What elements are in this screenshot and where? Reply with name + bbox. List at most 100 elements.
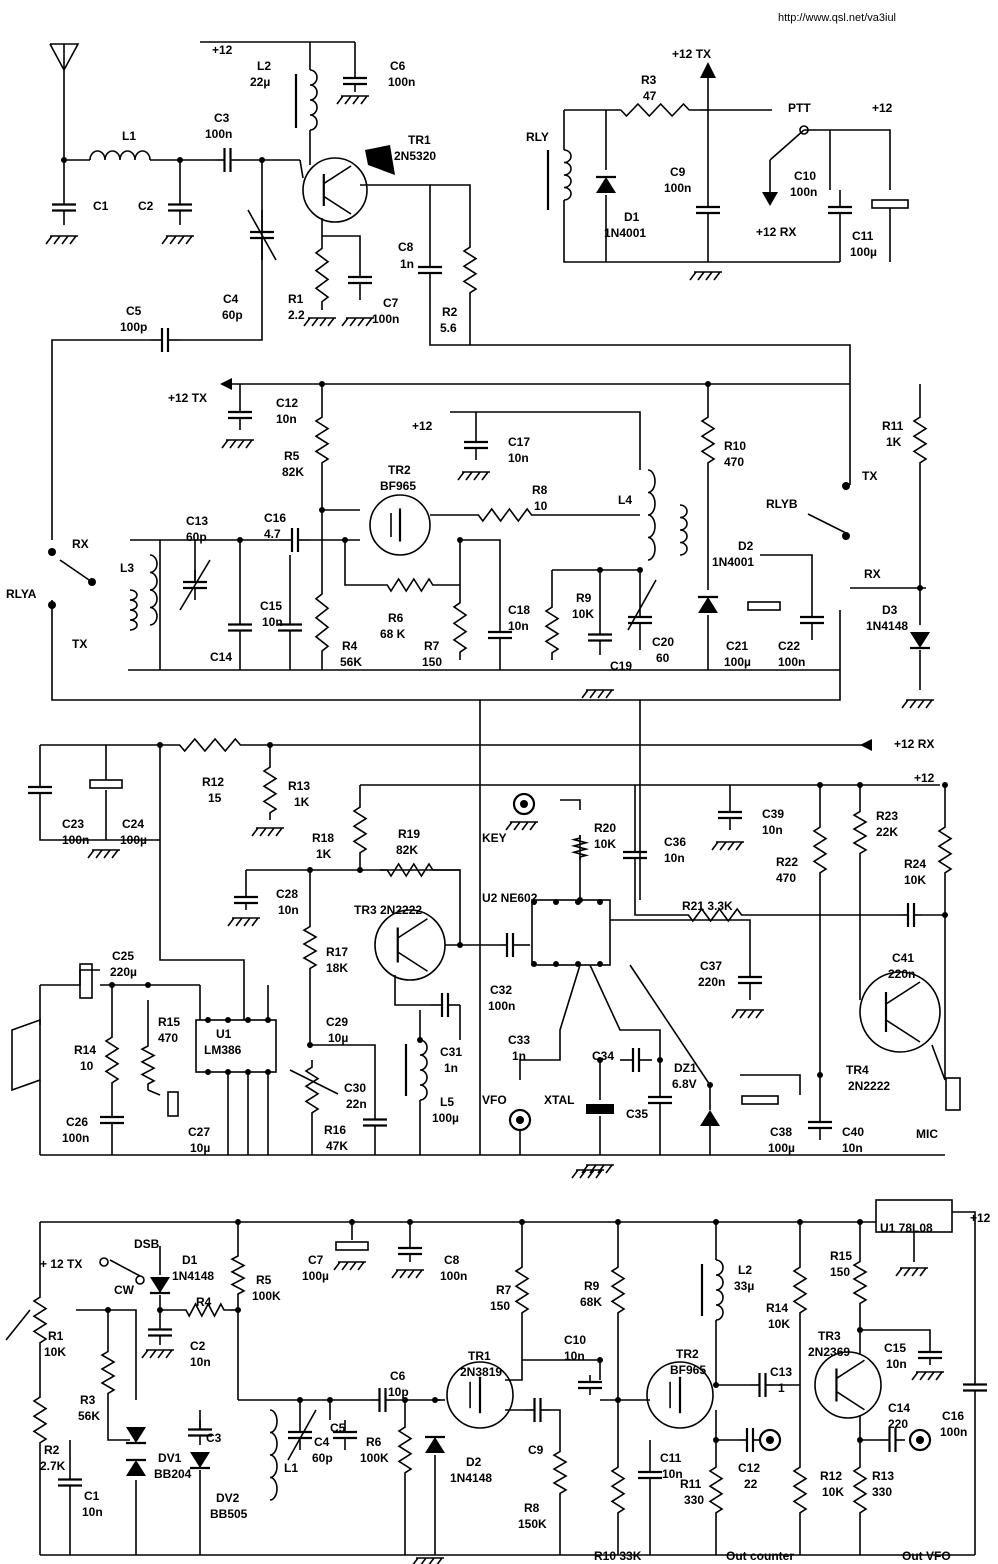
component-label: C26 — [66, 1115, 88, 1129]
component-label: 22 — [744, 1477, 758, 1491]
component-label: C19 — [610, 659, 632, 673]
junction-dot — [319, 507, 325, 513]
component-label: R17 — [326, 945, 348, 959]
component-label: 150 — [830, 1265, 850, 1279]
component-label: C8 — [444, 1253, 460, 1267]
resistor-symbol — [912, 410, 928, 470]
component-label: C14 — [888, 1401, 910, 1415]
junction-dot — [713, 1437, 719, 1443]
component-label: XTAL — [544, 1093, 574, 1107]
component-label: 330 — [872, 1485, 892, 1499]
component-label: 100µ — [120, 833, 147, 847]
junction-dot — [577, 897, 583, 903]
component-label: R14 — [766, 1301, 788, 1315]
component-label: 100n — [205, 127, 232, 141]
ground-symbol — [229, 439, 237, 449]
component-label: R9 — [584, 1279, 600, 1293]
fet-symbol — [369, 494, 431, 556]
wire — [394, 975, 430, 1006]
component-label: 60p — [312, 1451, 333, 1465]
ground-symbol — [597, 689, 605, 699]
junction-dot — [553, 961, 559, 967]
junction-dot — [205, 1069, 211, 1075]
component-label: R12 — [202, 775, 224, 789]
ground-symbol — [391, 1269, 399, 1279]
wire — [344, 540, 380, 586]
component-label: 470 — [158, 1031, 178, 1045]
resistor-symbol — [32, 1390, 48, 1450]
junction-dot — [235, 1307, 241, 1313]
transistor-symbol — [885, 1019, 921, 1043]
component-label: 100n — [778, 655, 805, 669]
ground-symbol — [919, 1371, 927, 1381]
wire — [589, 964, 661, 1080]
ground-symbol — [589, 689, 597, 699]
component-label: 10n — [82, 1505, 103, 1519]
resistor-symbol — [230, 1250, 246, 1300]
component-label: 100µ — [850, 245, 877, 259]
junction-dot — [259, 157, 265, 163]
component-label: D2 — [466, 1455, 482, 1469]
fet-symbol — [646, 1361, 714, 1429]
component-label: Out counter — [726, 1549, 794, 1563]
wire — [39, 800, 160, 841]
potentiometer-arrow — [289, 1069, 339, 1095]
junction-dot — [713, 1382, 719, 1388]
junction-dot — [519, 1219, 525, 1225]
component-label: C8 — [398, 240, 414, 254]
component-label: RLYB — [766, 497, 798, 511]
component-label: BB204 — [154, 1467, 192, 1481]
wire — [180, 160, 263, 341]
ground-symbol — [251, 827, 259, 837]
resistor-symbol — [610, 1260, 626, 1320]
component-label: 10K — [768, 1317, 790, 1331]
component-label: PTT — [788, 101, 811, 115]
junction-dot — [177, 157, 183, 163]
wire — [740, 1074, 801, 1095]
component-label: R1 — [288, 292, 304, 306]
component-label: 15 — [208, 791, 222, 805]
component-label: +12 TX — [672, 47, 711, 61]
component-label: C9 — [528, 1443, 544, 1457]
component-label: 10n — [276, 412, 297, 426]
component-label: L1 — [284, 1461, 298, 1475]
component-label: 10K — [594, 837, 616, 851]
ground-symbol — [927, 1371, 935, 1381]
wire — [76, 1309, 137, 1400]
component-label: L1 — [122, 129, 136, 143]
ground-symbol — [465, 471, 473, 481]
component-label: R5 — [284, 449, 300, 463]
component-label: C16 — [264, 511, 286, 525]
ground-symbol — [235, 917, 243, 927]
diode-symbol — [425, 1437, 445, 1453]
component-label: L2 — [738, 1263, 752, 1277]
component-label: 100K — [360, 1451, 389, 1465]
component-label: 330 — [684, 1493, 704, 1507]
component-label: C18 — [508, 603, 530, 617]
ground-symbol — [95, 849, 103, 859]
connector-symbol — [516, 1116, 524, 1124]
component-label: C38 — [770, 1125, 792, 1139]
component-label: MIC — [916, 1127, 938, 1141]
junction-dot — [942, 782, 948, 788]
wire — [430, 184, 471, 240]
inductor-symbol — [647, 469, 656, 561]
component-label: R11 — [882, 419, 904, 433]
component-label: C22 — [778, 639, 800, 653]
wire — [51, 339, 150, 540]
ground-symbol — [259, 827, 267, 837]
ground-symbol — [221, 439, 229, 449]
component-label: 1 — [778, 1381, 785, 1395]
component-label: L5 — [440, 1095, 454, 1109]
component-label: TR2 — [676, 1347, 699, 1361]
junction-dot — [457, 537, 463, 543]
ground-symbol — [177, 235, 185, 245]
junction-dot — [942, 912, 948, 918]
component-label: C20 — [652, 635, 674, 649]
component-label: C40 — [842, 1125, 864, 1139]
component-label: R7 — [424, 639, 440, 653]
ground-symbol — [917, 699, 925, 709]
resistor-symbol — [812, 820, 828, 880]
